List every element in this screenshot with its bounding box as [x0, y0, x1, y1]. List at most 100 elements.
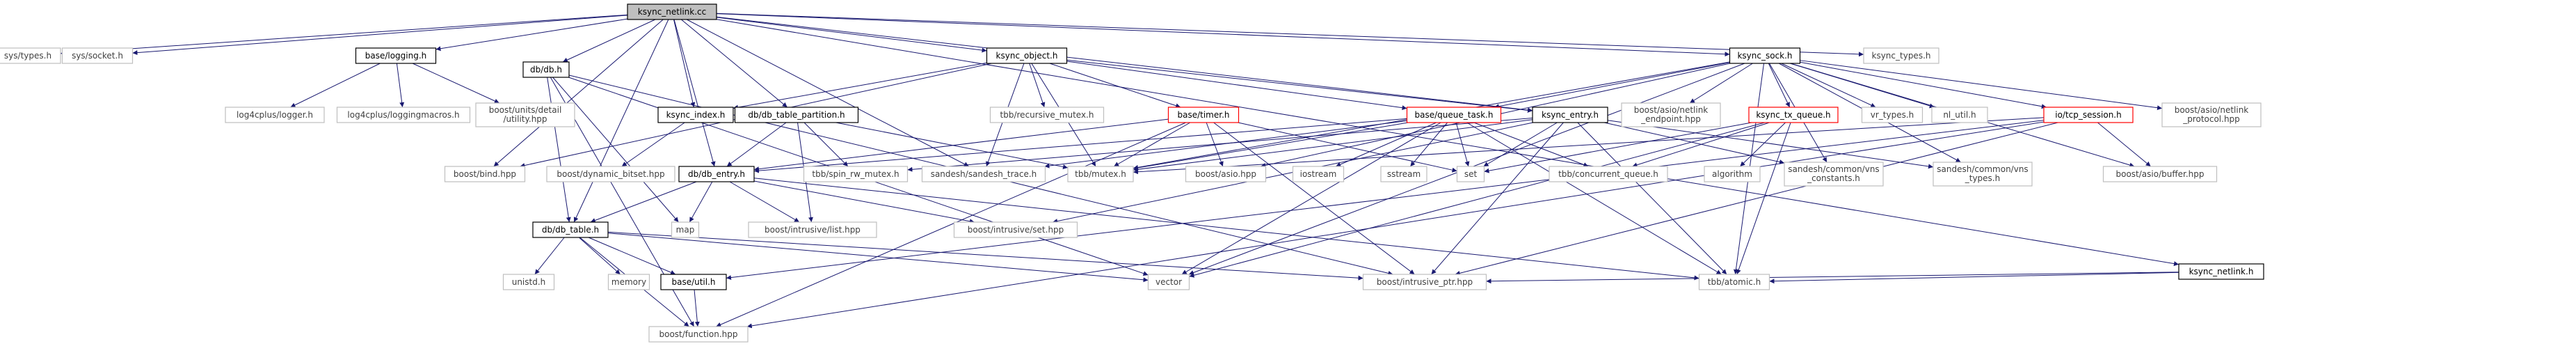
- dependency-edges: [60, 13, 2179, 329]
- edge-io-tcp-to-base-util: [726, 120, 2045, 281]
- edge: [716, 17, 987, 53]
- node-box: [671, 221, 700, 238]
- node-base-logging[interactable]: base/logging.h: [355, 47, 437, 64]
- node-boost-function: boost/function.hpp: [648, 326, 749, 343]
- node-box: [1167, 107, 1240, 123]
- node-box: [1549, 166, 1668, 182]
- node-base-util[interactable]: base/util.h: [660, 274, 727, 290]
- node-label: io/tcp_session.h: [2055, 110, 2121, 120]
- node-tbb-atomic: tbb/atomic.h: [1698, 274, 1770, 290]
- edge-root-to-sys-socket: [132, 15, 628, 56]
- edge: [726, 122, 787, 167]
- node-label: log4cplus/loggingmacros.h: [347, 110, 459, 120]
- edge-db-entry-to-boost-set: [753, 180, 975, 224]
- edge: [573, 19, 669, 223]
- node-memory: memory: [607, 274, 650, 290]
- node-box: [986, 47, 1068, 64]
- node-vr-types: vr_types.h: [1861, 107, 1923, 123]
- node-sandesh-trace: sandesh/sandesh_trace.h: [921, 166, 1046, 182]
- node-label: base/queue_task.h: [1415, 110, 1494, 120]
- edge-db-table-to-boost-intrusive-ptr: [607, 231, 1363, 281]
- node-label: boost/asio.hpp: [1195, 169, 1256, 179]
- edge-db-table-to-unistd: [534, 237, 565, 275]
- node-label: tbb/recursive_mutex.h: [1000, 110, 1094, 120]
- edge: [1049, 63, 1181, 109]
- node-map: map: [671, 221, 700, 238]
- edge: [1769, 272, 2179, 284]
- edge: [132, 15, 628, 56]
- node-db-db[interactable]: db/db.h: [522, 61, 570, 78]
- node-label: boost/asio/netlink: [1634, 105, 1709, 115]
- node-box: [61, 47, 134, 64]
- edge-db-table-to-vector: [607, 233, 1149, 283]
- node-db-table-partition[interactable]: db/db_table_partition.h: [734, 107, 859, 123]
- node-label: vector: [1155, 277, 1182, 287]
- edge-root-to-sys-types: [60, 14, 628, 56]
- edge-base-queue-to-set: [1455, 122, 1470, 167]
- edge: [716, 13, 1864, 57]
- edge-db-entry-to-boost-list: [729, 181, 800, 223]
- node-io-tcp[interactable]: io/tcp_session.h: [2043, 107, 2134, 123]
- node-boost-intrusive-ptr: boost/intrusive_ptr.hpp: [1362, 274, 1487, 290]
- node-label: tbb/mutex.h: [1075, 169, 1126, 179]
- edge-root-to-ksync-netlink-h: [716, 19, 2179, 267]
- edge-root-to-db-table-partition: [680, 19, 788, 108]
- edge: [588, 237, 676, 275]
- edge: [1494, 62, 1730, 109]
- node-box: [607, 274, 650, 290]
- edge-root-to-sandesh-trace: [686, 19, 970, 167]
- node-box: [1147, 274, 1190, 290]
- node-ksync-sock[interactable]: ksync_sock.h: [1729, 47, 1801, 64]
- node-box: [475, 102, 575, 127]
- edge-root-to-ksync-object: [716, 17, 987, 53]
- node-algorithm: algorithm: [1704, 166, 1761, 182]
- edge: [1455, 122, 1470, 167]
- edge: [1781, 63, 1876, 108]
- edge: [1213, 122, 1415, 275]
- edge: [1066, 61, 1407, 111]
- node-label: sys/types.h: [4, 51, 51, 61]
- edge: [1607, 120, 1934, 169]
- node-label: tbb/atomic.h: [1708, 277, 1761, 287]
- node-ksync-entry[interactable]: ksync_entry.h: [1532, 107, 1608, 123]
- node-box: [1748, 107, 1839, 123]
- node-ksync-netlink-h[interactable]: ksync_netlink.h: [2178, 263, 2264, 280]
- node-nl-util: nl_util.h: [1931, 107, 1988, 123]
- edge: [1483, 122, 1558, 167]
- node-box: [660, 274, 727, 290]
- edge-root-to-db-db: [562, 19, 656, 63]
- edge-ksync-entry-to-vns-types: [1607, 120, 1934, 169]
- node-box: [355, 47, 437, 64]
- node-box: [1456, 166, 1485, 182]
- node-ksync-object[interactable]: ksync_object.h: [986, 47, 1068, 64]
- node-box: [1067, 166, 1134, 182]
- node-db-table[interactable]: db/db_table.h: [532, 221, 609, 238]
- node-label: tbb/concurrent_queue.h: [1558, 169, 1658, 179]
- edge-base-timer-to-boost-intrusive-ptr: [1213, 122, 1415, 275]
- node-sys-types: sys/types.h: [0, 47, 61, 64]
- edge-ksync-index-to-boost-dyn-bitset: [621, 122, 685, 167]
- edge: [607, 233, 1149, 283]
- node-db-entry[interactable]: db/db_entry.h: [678, 166, 755, 182]
- edge: [694, 289, 700, 327]
- node-box: [2102, 166, 2218, 182]
- node-label: ksync_object.h: [996, 51, 1058, 61]
- edge: [1486, 272, 2179, 284]
- node-base-queue[interactable]: base/queue_task.h: [1406, 107, 1502, 123]
- node-ksync-index[interactable]: ksync_index.h: [657, 107, 734, 123]
- node-label: sandesh/common/vns: [1937, 164, 2028, 174]
- node-ksync-tx-queue[interactable]: ksync_tx_queue.h: [1748, 107, 1839, 123]
- node-label: db/db_table.h: [542, 225, 599, 235]
- edge: [1603, 122, 1785, 164]
- node-label: sstream: [1387, 169, 1421, 179]
- edge-base-timer-to-set: [1238, 122, 1457, 173]
- node-root[interactable]: ksync_netlink.cc: [627, 3, 717, 20]
- edge: [621, 122, 685, 167]
- edge-ksync-object-to-tbb-recursive: [1029, 63, 1046, 108]
- edge: [562, 19, 656, 63]
- edge: [686, 19, 970, 167]
- node-base-timer[interactable]: base/timer.h: [1167, 107, 1240, 123]
- node-label: _types.h: [1965, 173, 2000, 183]
- node-box: [444, 166, 526, 182]
- node-boost-units: boost/units/detail/utility.hpp: [475, 102, 575, 127]
